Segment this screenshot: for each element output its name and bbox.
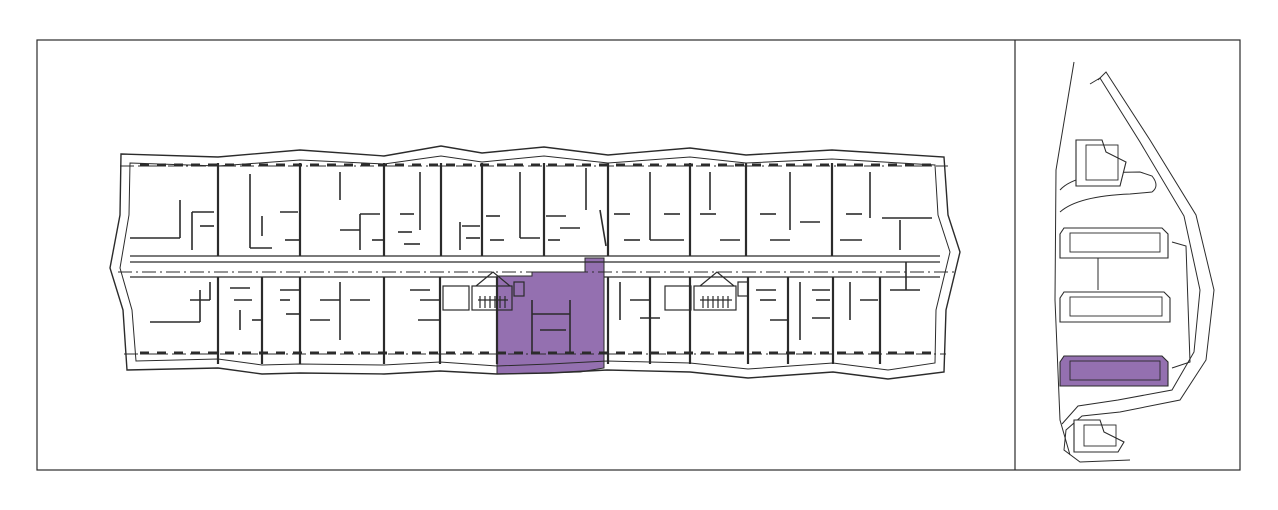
access-road-inner: [1061, 77, 1201, 425]
site-building[interactable]: [1059, 355, 1169, 387]
inner-outline: [119, 155, 951, 371]
stair-core-right: [664, 271, 749, 311]
floor-plan: [109, 145, 961, 380]
site-building[interactable]: [1059, 227, 1169, 259]
sheet-frame: [36, 39, 1241, 471]
facade-windows: [140, 163, 931, 355]
site-building[interactable]: [1059, 291, 1171, 323]
stair-core-left: [442, 271, 525, 311]
access-road-outer: [1063, 71, 1215, 463]
partitions-lower: [216, 277, 882, 364]
building-outline[interactable]: [109, 145, 961, 380]
site-boundary: [1054, 61, 1075, 456]
corridor: [130, 255, 940, 278]
interior-walls: [130, 168, 932, 354]
site-plan: [1054, 61, 1215, 463]
site-building[interactable]: [1073, 419, 1125, 453]
driveway-2: [1171, 241, 1191, 369]
partitions-upper: [216, 163, 834, 256]
site-building[interactable]: [1075, 139, 1127, 187]
